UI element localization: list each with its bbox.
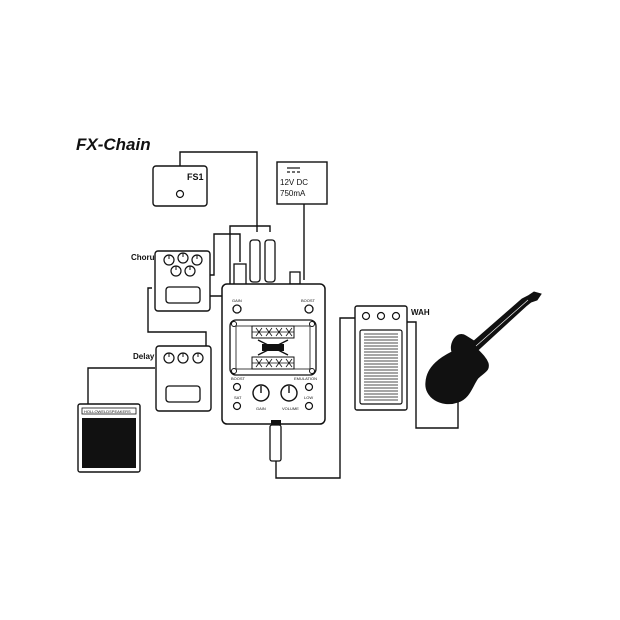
wah-knob-2 xyxy=(376,311,386,321)
jack-power xyxy=(289,271,301,285)
unit-bottom-left-label: SAT xyxy=(234,395,242,400)
unit-switch-top-right xyxy=(304,304,314,314)
main-unit: GAIN BOOST BOOST EMULATION xyxy=(221,239,326,462)
unit-switch-mid-left xyxy=(232,382,242,392)
output-jack xyxy=(271,420,281,425)
cable-footswitch xyxy=(179,151,258,232)
footswitch-fs1: FS1 xyxy=(152,165,208,207)
chorus-pedal: Chorus xyxy=(131,250,211,312)
unit-switch-bottom-left xyxy=(232,401,242,411)
cable-send xyxy=(210,233,241,276)
plug-return xyxy=(264,239,276,283)
cables xyxy=(87,151,459,479)
cable-wah-guitar xyxy=(404,321,459,429)
unit-top-left-label: GAIN xyxy=(232,298,242,303)
unit-top-right-label: BOOST xyxy=(301,298,316,303)
amp-panel-text: HOLLOWELDSPEAKERS xyxy=(84,409,131,414)
amp-control-panel xyxy=(81,407,137,415)
gain-knob xyxy=(252,384,270,402)
wah-pedal: WAH xyxy=(354,305,430,411)
amp-speaker-grille xyxy=(82,418,136,468)
unit-switch-top-left xyxy=(232,304,242,314)
plug-footswitch xyxy=(249,239,261,283)
cable-output-wah xyxy=(275,317,355,479)
footswitch-button xyxy=(175,189,185,199)
chorus-footswitch xyxy=(165,286,201,304)
wah-knob-3 xyxy=(391,311,401,321)
delay-footswitch xyxy=(165,385,201,403)
amplifier: HOLLOWELDSPEAKERS xyxy=(77,403,141,473)
power-current: 750mA xyxy=(280,189,306,198)
power-voltage: 12V DC xyxy=(280,178,308,187)
footswitch-label: FS1 xyxy=(187,172,204,182)
electric-guitar-icon xyxy=(425,291,542,405)
tube-window xyxy=(229,319,317,376)
diagram-title: FX-Chain xyxy=(76,135,151,154)
unit-bottom-right-label: LOW xyxy=(304,395,313,400)
jack-send xyxy=(233,263,247,287)
chorus-label: Chorus xyxy=(131,253,160,262)
plug-output xyxy=(269,424,282,462)
wah-treadle-grip xyxy=(364,333,398,401)
volume-knob xyxy=(280,384,298,402)
gain-knob-label: GAIN xyxy=(256,406,266,411)
delay-label: Delay xyxy=(133,352,155,361)
unit-mid-right-label: EMULATION xyxy=(294,376,317,381)
power-supply: 12V DC 750mA xyxy=(276,161,328,205)
unit-mid-left-label: BOOST xyxy=(231,376,246,381)
wah-knob-1 xyxy=(361,311,371,321)
unit-switch-mid-right xyxy=(304,382,314,392)
unit-switch-bottom-right xyxy=(304,401,314,411)
wah-label: WAH xyxy=(411,308,430,317)
delay-pedal: Delay xyxy=(133,345,212,412)
cable-delay-amp xyxy=(87,367,155,404)
volume-knob-label: VOLUME xyxy=(282,406,299,411)
dc-power-symbol-icon xyxy=(287,167,300,173)
